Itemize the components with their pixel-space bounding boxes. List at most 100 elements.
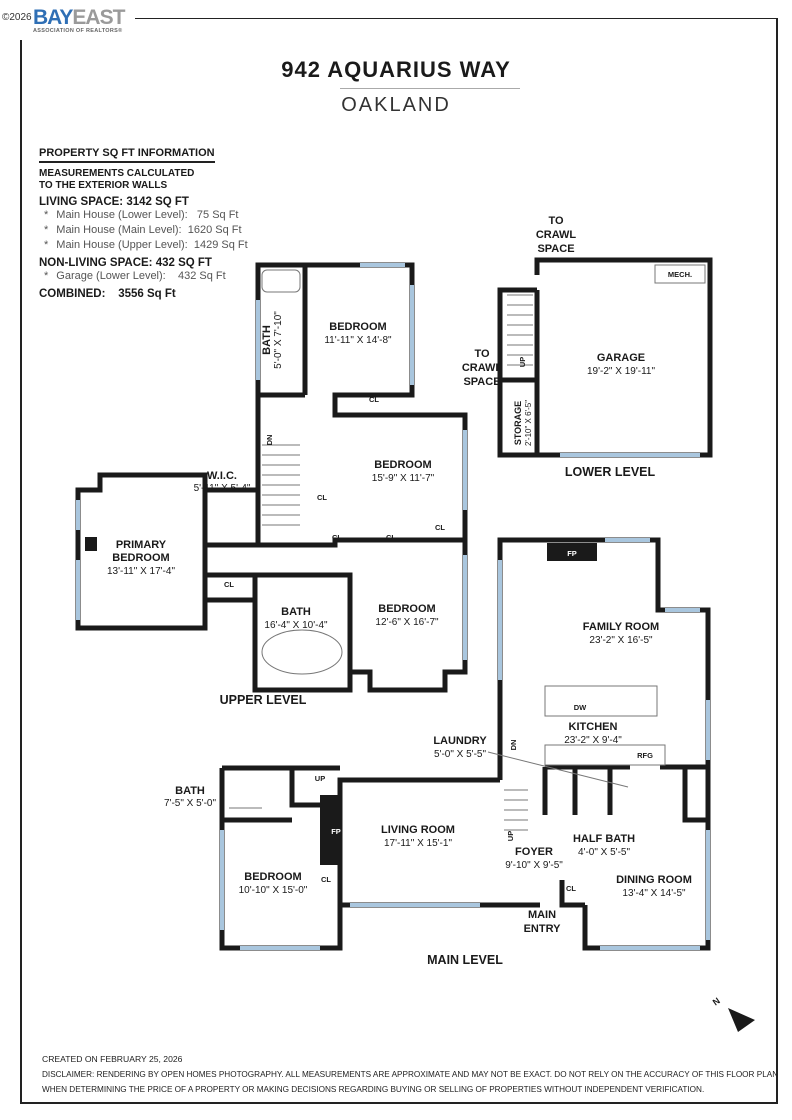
room-dim: 5'-11" X 5'-4" — [194, 483, 251, 494]
bathtub-icon — [261, 629, 343, 675]
room-name: BEDROOM — [329, 321, 386, 333]
living-item: *Main House (Upper Level): 1429 Sq Ft — [39, 238, 248, 253]
living-item: * Main House (Main Level): 1620 Sq Ft — [39, 223, 248, 238]
room-dim: 23'-2" X 9'-4" — [564, 735, 622, 746]
bullet: * — [44, 224, 49, 236]
disclaimer-line-2: WHEN DETERMINING THE PRICE OF A PROPERTY… — [42, 1085, 705, 1094]
dishwasher-label: DW — [574, 703, 587, 712]
stairs-up-label: UP — [518, 357, 527, 367]
combined-total: COMBINED: 3556 Sq Ft — [39, 288, 248, 300]
item-label: Main House (Upper Level): — [56, 239, 188, 251]
item-label: Main House (Lower Level): — [56, 209, 188, 221]
living-item: *Main House (Lower Level): 75 Sq Ft — [39, 208, 248, 223]
non-living-space-total: NON-LIVING SPACE: 432 SQ FT — [39, 257, 212, 269]
stairs-icon — [507, 294, 533, 366]
item-value: 1620 Sq Ft — [187, 224, 242, 236]
lower-level-plan: MECH. UP TO CRAWL SPACE TO CRAWL SPACE G… — [462, 215, 713, 479]
room-dim: 17'-11" X 15'-1" — [384, 838, 452, 849]
level-label-lower: LOWER LEVEL — [565, 465, 656, 479]
upper-walls-north — [255, 262, 468, 548]
fireplace-label: FP — [331, 827, 341, 836]
room-dim: 5'-0" X 5'-5" — [434, 749, 487, 760]
fireplace — [320, 795, 342, 865]
room-name: GARAGE — [597, 352, 645, 364]
family-living-walls — [337, 537, 711, 951]
closet-label: CL — [386, 533, 396, 542]
property-city: OAKLAND — [341, 94, 451, 116]
fireplace-label: FP — [567, 549, 577, 558]
counter — [544, 744, 666, 766]
room-name: BEDROOM — [244, 871, 301, 883]
crawl-label: SPACE — [537, 243, 574, 255]
main-level-plan: FP DW RFG FP DN UP UP FAMILY ROOM 23'-2"… — [164, 537, 711, 967]
bath-wall — [258, 265, 308, 398]
item-value: 75 Sq Ft — [196, 209, 239, 221]
kitchen-halfbath-walls — [542, 764, 708, 823]
room-name: BATH — [281, 606, 311, 618]
closet-label: CL — [317, 493, 327, 502]
refrigerator-label: RFG — [637, 751, 653, 760]
room-name: PRIMARY — [116, 539, 167, 551]
level-label-upper: UPPER LEVEL — [220, 693, 307, 707]
room-dim: 19'-2" X 19'-11" — [587, 366, 655, 377]
crawl-label: TO — [474, 348, 490, 360]
room-dim: 10'-10" X 15'-0" — [239, 885, 308, 896]
item-label: Garage (Lower Level): — [56, 270, 166, 282]
bullet: * — [44, 270, 49, 282]
frame-top — [135, 18, 778, 19]
item-label: Main House (Main Level): — [56, 224, 182, 236]
wic-walls — [205, 487, 261, 548]
closet-label: CL — [435, 523, 445, 532]
room-dim: 4'-0" X 5'-5" — [578, 847, 631, 858]
room-name: HALF BATH — [573, 833, 635, 845]
room-name: LIVING ROOM — [381, 824, 455, 836]
room-dim: 2'-10" X 6'-5" — [524, 400, 533, 446]
room-name: DINING ROOM — [616, 874, 692, 886]
closet-label: CL — [369, 395, 379, 404]
title-divider — [340, 88, 520, 89]
rotated-bath-label: BATH 5'-0" X 7'-10" — [261, 311, 284, 369]
logo-subtitle: ASSOCIATION OF REALTORS® — [33, 28, 123, 34]
compass-label: N — [711, 996, 722, 1008]
living-space-total: LIVING SPACE: 3142 SQ FT — [39, 196, 189, 208]
room-dim: 9'-10" X 9'-5" — [505, 860, 563, 871]
stairs-icon — [504, 789, 528, 831]
kitchen-island — [544, 685, 658, 717]
mech-box — [654, 264, 706, 284]
room-name: MAIN — [528, 909, 556, 921]
room-dim: 13'-11" X 17'-4" — [107, 566, 175, 577]
room-name: BATH — [261, 325, 273, 355]
room-dim: 13'-4" X 14'-5" — [622, 888, 686, 899]
crawl-label: CRAWL — [462, 362, 503, 374]
closet-label: CL — [224, 580, 234, 589]
non-living-item: *Garage (Lower Level): 432 Sq Ft — [39, 269, 248, 284]
stairs-down-label: DN — [265, 435, 274, 446]
property-address: 942 AQUARIUS WAY — [281, 57, 511, 82]
room-name: BATH — [175, 785, 205, 797]
rotated-storage-label: STORAGE 2'-10" X 6'-5" — [513, 400, 533, 446]
combined-value: 3556 Sq Ft — [118, 288, 176, 300]
created-date: CREATED ON FEBRUARY 25, 2026 — [42, 1054, 183, 1064]
entry-walls — [500, 880, 585, 908]
logo-east: EAST — [72, 6, 125, 29]
room-name: FAMILY ROOM — [583, 621, 659, 633]
stairs-up-label: UP — [506, 831, 515, 841]
crawl-label: TO — [548, 215, 564, 227]
room-name: BEDROOM — [378, 603, 435, 615]
frame-bottom — [20, 1102, 778, 1104]
compass-arrow — [728, 1008, 755, 1032]
closet-label: CL — [321, 875, 331, 884]
sqft-info-panel: PROPERTY SQ FT INFORMATION MEASUREMENTS … — [39, 147, 248, 300]
fireplace-block — [85, 537, 97, 551]
room-name: BEDROOM — [374, 459, 431, 471]
room-name: W.I.C. — [207, 470, 237, 482]
room-name: ENTRY — [524, 923, 562, 935]
room-name: LAUNDRY — [433, 735, 487, 747]
sqft-note-2: TO THE EXTERIOR WALLS — [39, 180, 168, 191]
closet-label: CL — [332, 533, 342, 542]
room-dim: 23'-2" X 16'-5" — [589, 635, 653, 646]
bathtub-icon — [261, 269, 301, 293]
stairs-icon — [262, 444, 300, 526]
level-label-main: MAIN LEVEL — [427, 953, 503, 967]
